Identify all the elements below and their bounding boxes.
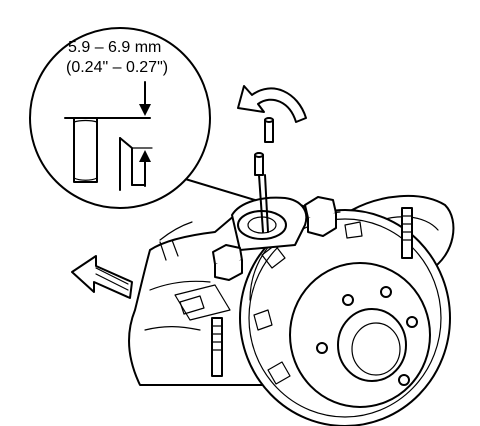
pin-lower-cap bbox=[254, 152, 264, 158]
knuckle-ribs bbox=[159, 239, 179, 261]
hub-bore-inner bbox=[351, 322, 401, 376]
detail-pin-top bbox=[73, 119, 98, 123]
knuckle-edge-2 bbox=[144, 326, 201, 331]
hex-bolt-top-side bbox=[307, 213, 337, 237]
pin-guide-line bbox=[258, 174, 264, 233]
direction-arrow-stripe bbox=[95, 273, 129, 291]
lug-hole bbox=[342, 294, 354, 306]
rotation-arrow bbox=[237, 85, 307, 123]
dimension-arrow-bottom-head bbox=[139, 150, 151, 162]
direction-arrow bbox=[71, 255, 133, 299]
hub-bore bbox=[337, 308, 407, 382]
lug-hole bbox=[380, 286, 392, 298]
rotation-arrow-shape bbox=[237, 85, 307, 123]
direction-arrow-stripe bbox=[95, 267, 129, 285]
stud-right-threads bbox=[401, 215, 413, 241]
lug-hole bbox=[398, 374, 410, 386]
knuckle-boss bbox=[174, 284, 231, 321]
hub-assembly bbox=[128, 195, 455, 426]
lug-hole bbox=[316, 342, 328, 354]
stud-left-threads bbox=[211, 325, 223, 351]
dimension-in-label: (0.24" – 0.27") bbox=[66, 59, 168, 76]
dimension-arrow-top-head bbox=[139, 104, 151, 116]
pin-upper-cap bbox=[264, 117, 274, 123]
pin-upper bbox=[264, 119, 274, 143]
knuckle-tab bbox=[179, 295, 205, 315]
flange-boss bbox=[261, 244, 286, 269]
hex-bolt-left-side bbox=[214, 260, 243, 281]
dimension-mm-label: 5.9 – 6.9 mm bbox=[68, 39, 161, 56]
pin-guide-line bbox=[264, 174, 269, 233]
flange-boss bbox=[253, 309, 273, 331]
stud-left bbox=[211, 317, 223, 377]
stud-right bbox=[401, 207, 413, 259]
detail-callout: 5.9 – 6.9 mm (0.24" – 0.27") bbox=[29, 27, 211, 209]
flange-boss bbox=[344, 221, 363, 239]
lug-hole bbox=[406, 316, 418, 328]
flange-boss bbox=[267, 361, 291, 385]
pin-group bbox=[254, 117, 274, 233]
knuckle-edge-1 bbox=[149, 280, 211, 291]
hub-flange-rim bbox=[248, 218, 442, 418]
detail-pin-bottom bbox=[73, 177, 98, 181]
detail-pin bbox=[73, 117, 98, 183]
knuckle-top-edge bbox=[159, 221, 193, 241]
